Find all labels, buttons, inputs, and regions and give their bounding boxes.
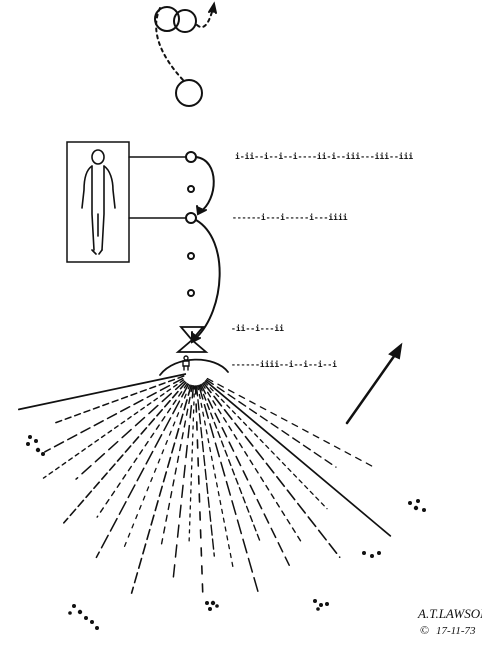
dotted-arrow-path — [196, 7, 214, 28]
dome — [159, 358, 229, 376]
pulsar-ray — [172, 385, 195, 582]
node-circle — [185, 151, 197, 163]
human-figure-icon — [81, 149, 116, 255]
node-circle — [187, 289, 195, 297]
star-cluster — [68, 604, 99, 630]
node-circle — [187, 185, 195, 193]
planet-pair — [154, 6, 197, 33]
pulsar-ray — [62, 381, 187, 524]
pulsar-ray — [195, 385, 216, 557]
arrow-head-icon — [191, 331, 201, 344]
star-clusters — [26, 435, 426, 630]
curved-arrow — [195, 219, 221, 339]
pulsar-ray — [95, 383, 190, 559]
pulsar-ray — [205, 379, 337, 468]
big-arrow-shaft — [345, 350, 399, 425]
signature-date: 17-11-73 — [436, 625, 476, 637]
star-cluster — [26, 435, 45, 456]
pulsar-ray — [200, 383, 290, 566]
pulsar-ray — [53, 375, 185, 425]
small-figure-icon — [182, 355, 190, 371]
binary-code-1: i-ii--i--i--i----ii-i--iii---iii--iii — [235, 151, 413, 161]
star-cluster — [313, 599, 329, 611]
signature-name: A.T.LAWSON — [417, 606, 482, 621]
node-circle — [187, 252, 195, 260]
human-frame — [66, 141, 130, 263]
star-cluster — [408, 499, 426, 512]
pulsar-ray — [17, 373, 187, 411]
large-planet — [175, 79, 203, 107]
star-cluster — [362, 551, 381, 558]
pulsar-ray — [201, 383, 302, 543]
pulsar-rays — [17, 373, 392, 594]
curved-arrow — [195, 156, 215, 213]
pulsar-ray — [204, 380, 392, 537]
arrow-head-icon — [388, 342, 403, 360]
dotted-trajectory — [155, 7, 184, 81]
pulsar-ray — [42, 379, 185, 479]
binary-code-4: ------iiii--i--i--i--i — [231, 359, 337, 369]
pulsar-ray — [160, 385, 194, 545]
copyright-icon: © — [420, 623, 429, 637]
pulsar-ray — [188, 385, 196, 543]
binary-code-2: ------i---i-----i---iiii — [232, 212, 348, 222]
pulsar-ray — [202, 382, 341, 559]
pulsar-ray — [75, 380, 186, 480]
node-circle — [185, 212, 197, 224]
pulsar-ray — [130, 384, 192, 594]
craft-icon — [175, 326, 209, 353]
pulsar-ray — [123, 384, 191, 549]
binary-code-3: -ii--i---ii — [231, 323, 284, 333]
pulsar-ray — [96, 382, 188, 518]
pulsar-ray — [197, 385, 234, 569]
arrow-head-icon — [196, 205, 207, 216]
star-cluster — [205, 600, 219, 611]
pulsar-ray — [44, 377, 184, 453]
pulsar-ray — [204, 381, 328, 510]
pulsar-ray — [198, 384, 260, 594]
pulsar-ray — [199, 384, 261, 541]
arrow-head-icon — [208, 1, 217, 14]
